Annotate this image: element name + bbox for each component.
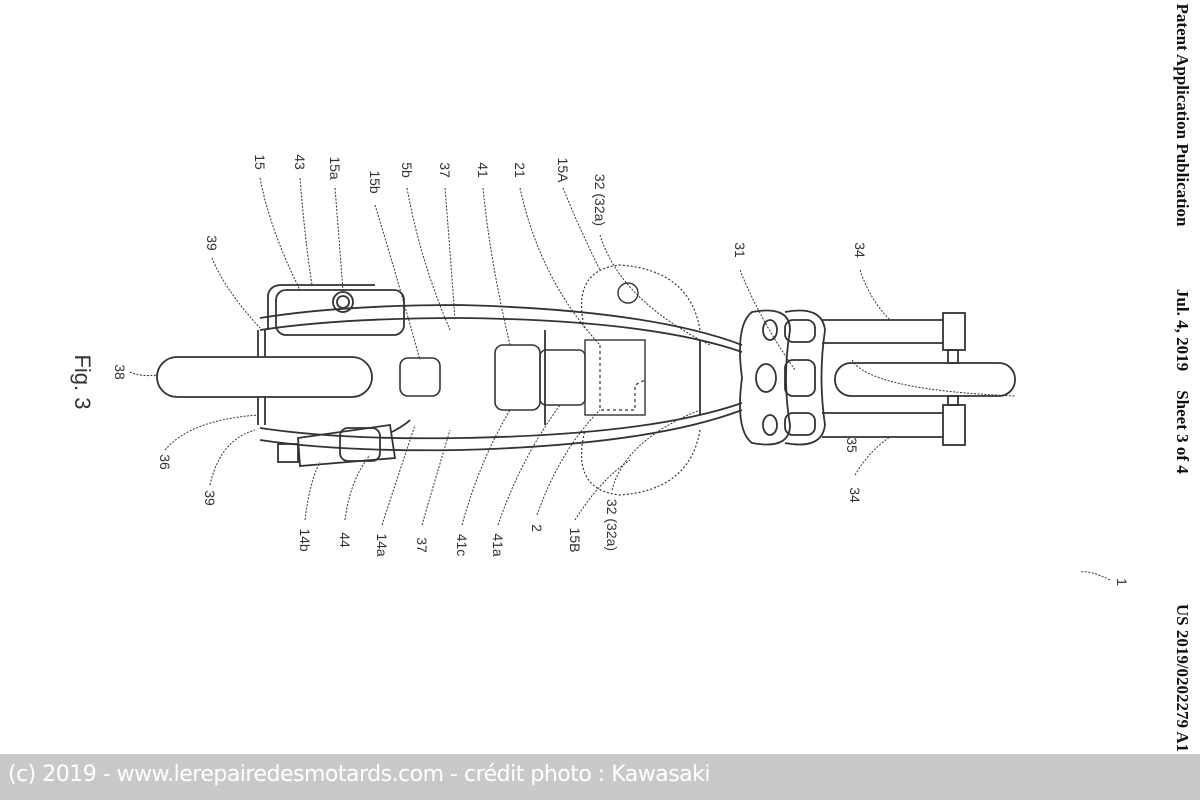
ref-label: 35 — [844, 437, 860, 453]
ref-label: 31 — [732, 242, 748, 258]
muffler — [277, 419, 411, 467]
ref-label: 34 — [852, 242, 868, 258]
ref-label: 15 — [252, 154, 268, 170]
ref-label: 14a — [374, 533, 390, 557]
ref-label: 1 — [1114, 578, 1130, 586]
ref-label: 15a — [327, 156, 343, 180]
patent-number: US 2019/0202279 A1 — [1173, 603, 1192, 753]
ref-label: 15b — [367, 170, 383, 194]
ref-label: 32 (32a) — [604, 498, 620, 552]
front-wheel — [834, 362, 1016, 397]
ref-label: 2 — [529, 524, 545, 532]
figure-caption: Fig. 3 — [70, 354, 95, 410]
ref-label: 15A — [555, 157, 571, 183]
sheet-number: Sheet 3 of 4 — [1173, 390, 1192, 474]
ref-label: 37 — [437, 162, 453, 178]
watermark-bar: (c) 2019 - www.lerepairedesmotards.com -… — [0, 754, 1200, 800]
frame — [259, 304, 743, 452]
ref-label: 43 — [292, 154, 308, 170]
ref-label: 32 (32a) — [592, 173, 608, 227]
ref-label: 38 — [112, 364, 128, 380]
rear-box — [267, 284, 405, 336]
ref-label: 14b — [297, 528, 313, 552]
ref-label: 37 — [414, 537, 430, 553]
ref-label: 41 — [475, 162, 491, 178]
watermark-text: (c) 2019 - www.lerepairedesmotards.com -… — [8, 762, 711, 787]
publication-date: Jul. 4, 2019 — [1173, 288, 1192, 372]
front-forks — [822, 312, 966, 446]
publication-title: Patent Application Publication — [1173, 3, 1192, 227]
ref-label: 41c — [454, 533, 470, 557]
tank-outline-15B — [581, 429, 701, 496]
ref-label: 41a — [490, 533, 506, 557]
ref-label: 15B — [567, 527, 583, 553]
ref-label: 39 — [204, 235, 220, 251]
ref-label: 5b — [399, 162, 415, 178]
rear-wheel — [156, 356, 373, 398]
ref-label: 36 — [157, 454, 173, 470]
ref-label: 34 — [847, 487, 863, 503]
steering-head — [739, 309, 826, 446]
ref-label: 39 — [202, 490, 218, 506]
tank-outline-15A — [581, 264, 701, 331]
ref-label: 21 — [512, 162, 528, 178]
leader-lines — [129, 177, 1111, 581]
ref-label: 44 — [337, 532, 353, 548]
